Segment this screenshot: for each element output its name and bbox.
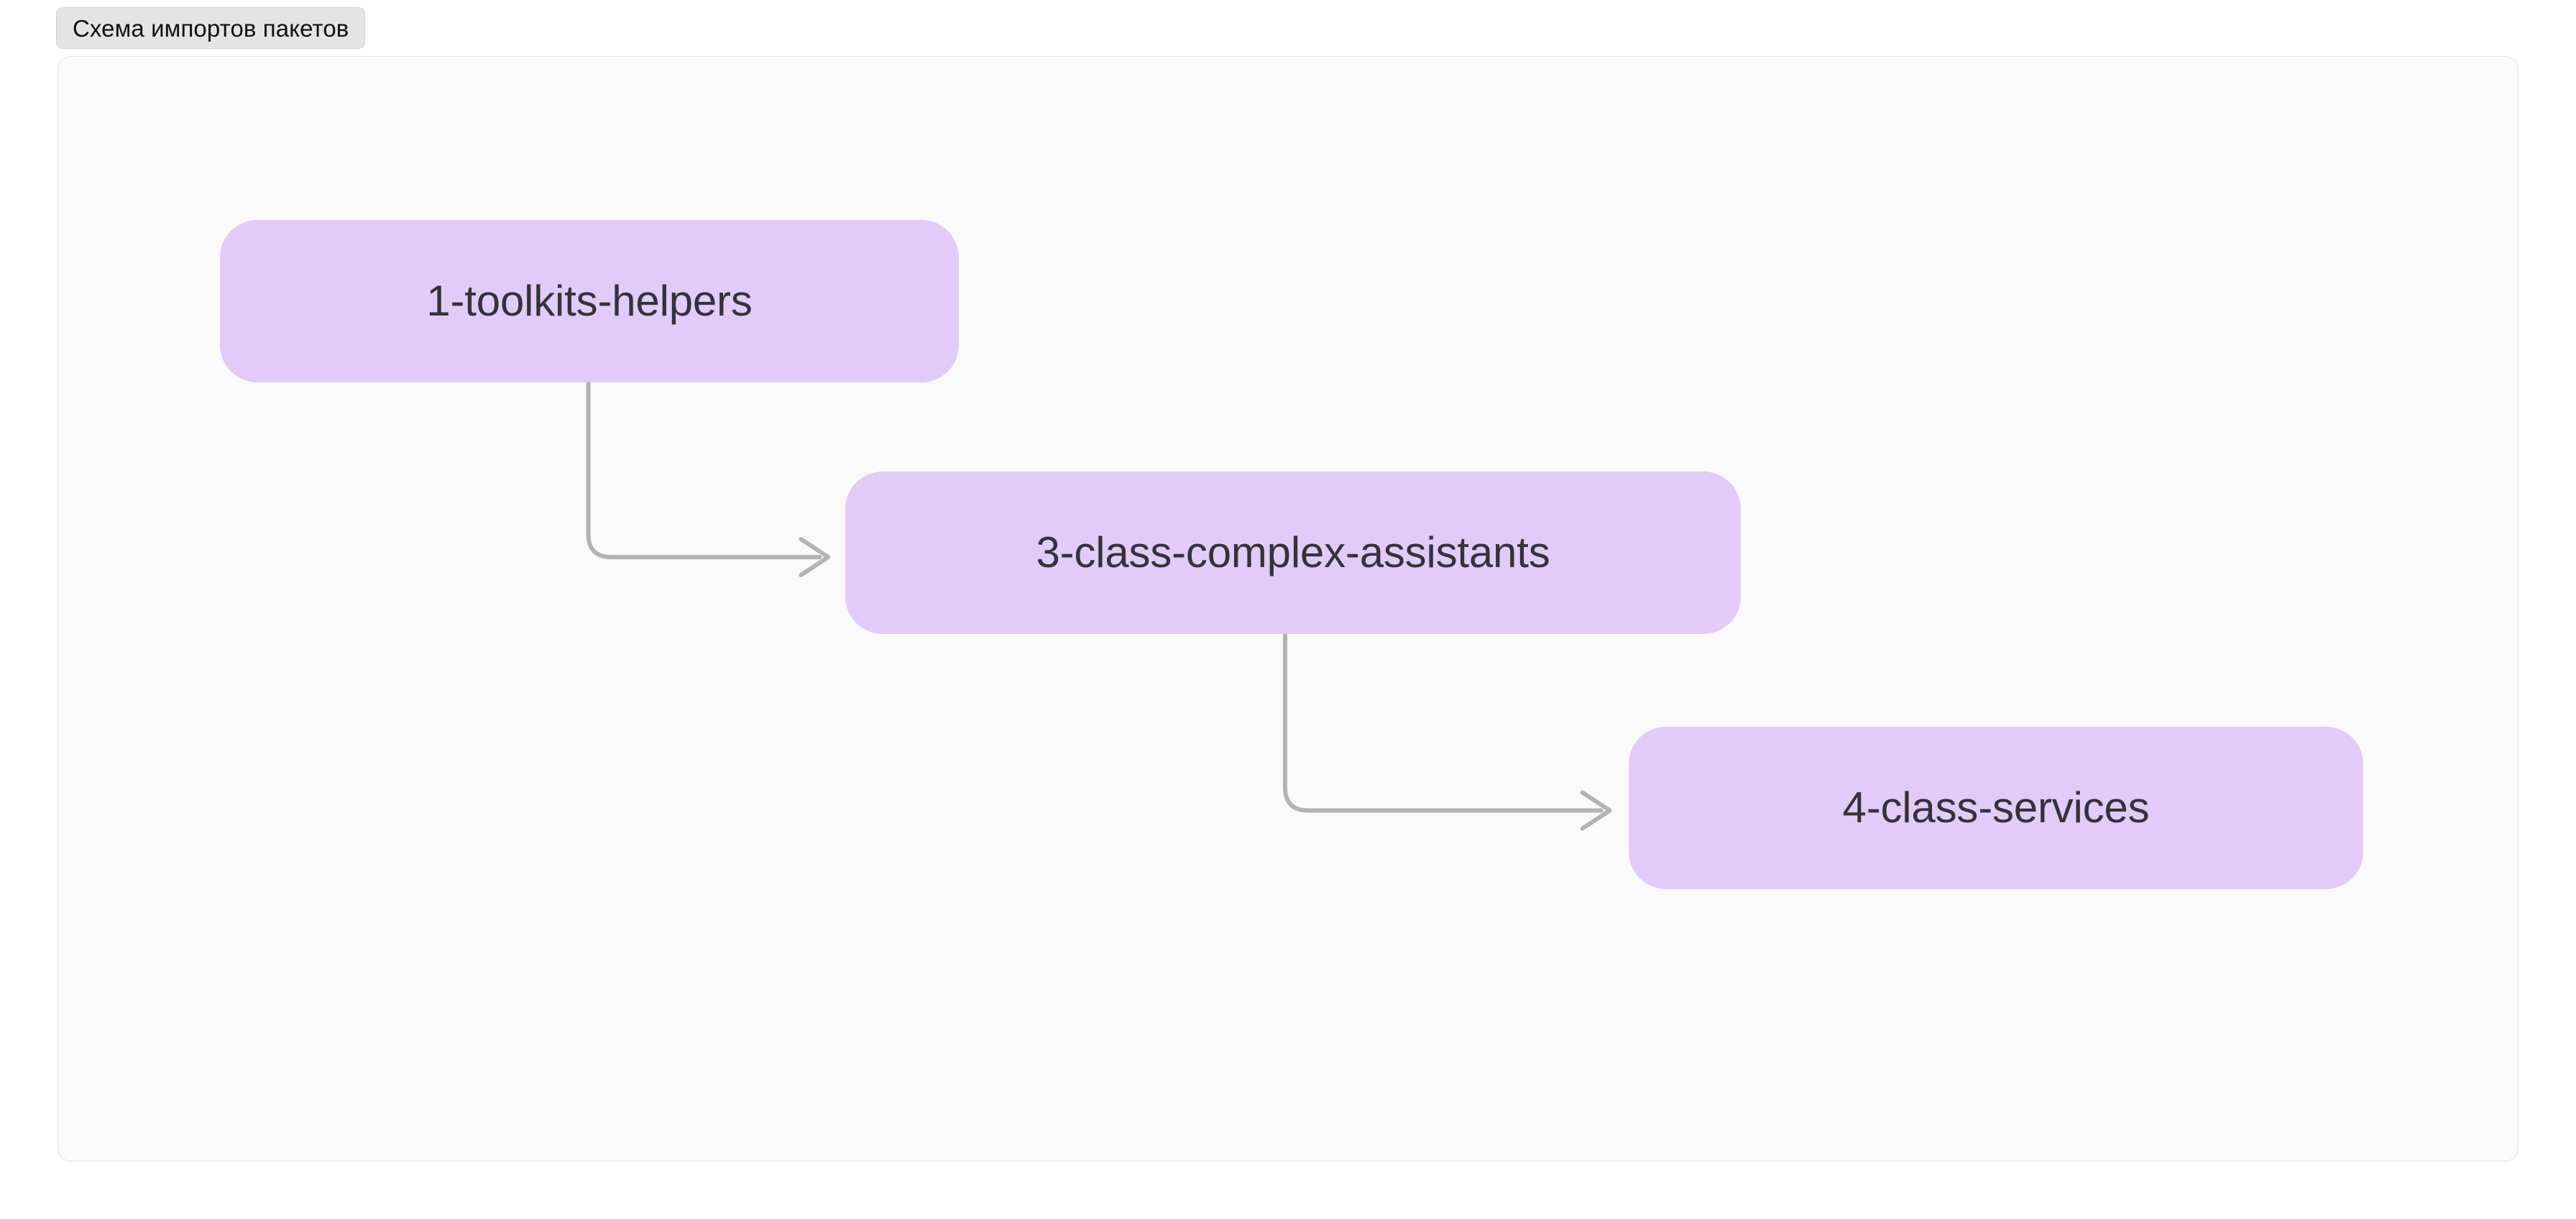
arrowhead-icon <box>1580 790 1612 831</box>
edge-n3-n4 <box>1283 630 1612 831</box>
node-4-class-services[interactable]: 4-class-services <box>1629 727 2363 889</box>
node-1-toolkits-helpers[interactable]: 1-toolkits-helpers <box>220 220 959 382</box>
diagram-title-tab[interactable]: Схема импортов пакетов <box>56 7 366 49</box>
diagram-title-label: Схема импортов пакетов <box>73 14 349 42</box>
edge-n1-n3 <box>586 380 831 578</box>
node-label: 1-toolkits-helpers <box>426 277 753 325</box>
diagram-canvas[interactable]: 1-toolkits-helpers 3-class-complex-assis… <box>58 56 2518 1162</box>
arrowhead-icon <box>799 537 831 578</box>
node-label: 4-class-services <box>1842 783 2150 832</box>
node-label: 3-class-complex-assistants <box>1036 528 1550 576</box>
node-3-class-complex-assistants[interactable]: 3-class-complex-assistants <box>845 472 1741 634</box>
